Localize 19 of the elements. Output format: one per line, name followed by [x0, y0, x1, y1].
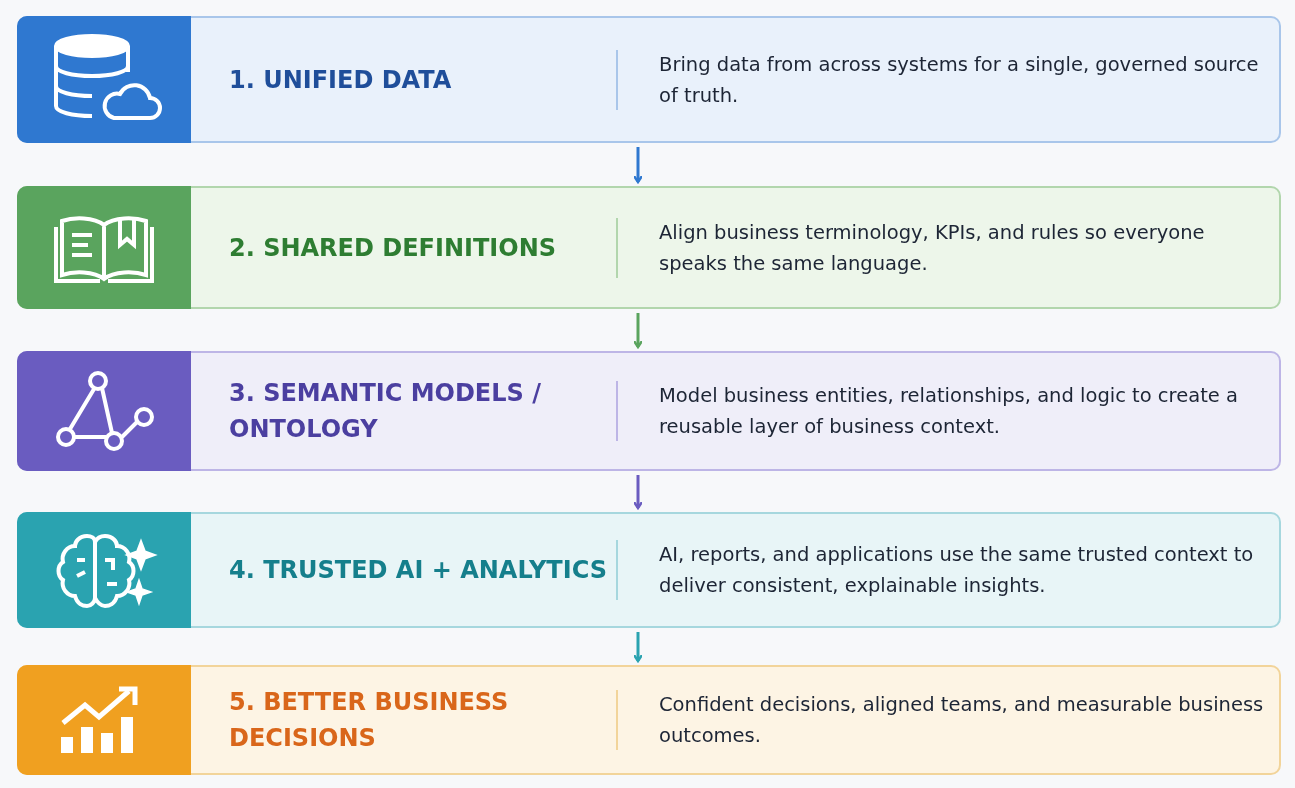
down-arrow — [632, 147, 644, 184]
step-card — [17, 512, 1281, 628]
step-title: 2. SHARED DEFINITIONS — [229, 232, 557, 264]
step-card — [17, 665, 1281, 775]
step-card — [17, 351, 1281, 471]
step-description: Confident decisions, aligned teams, and measurable business outcomes. — [659, 692, 1265, 749]
step-card — [17, 16, 1281, 143]
step-title: 5. BETTER BUSINESS DECISIONS — [229, 687, 510, 754]
step-description: Align business terminology, KPIs, and rules so everyone speaks the same language. — [659, 219, 1206, 277]
down-arrow — [632, 313, 644, 349]
down-arrow — [632, 475, 644, 510]
step-card — [17, 186, 1281, 309]
step-description: Model business entities, relationships, and logic to create a reusable layer of business context. — [659, 383, 1239, 440]
down-arrow — [632, 632, 644, 663]
step-title: 3. SEMANTIC MODELS / ONTOLOGY — [229, 378, 542, 445]
step-title: 1. UNIFIED DATA — [229, 64, 453, 96]
step-description: AI, reports, and applications use the same trusted context to deliver consistent, explainable insights. — [659, 542, 1255, 599]
step-title: 4. TRUSTED AI + ANALYTICS — [229, 555, 608, 586]
step-description: Bring data from across systems for a single, governed source of truth. — [659, 51, 1260, 109]
